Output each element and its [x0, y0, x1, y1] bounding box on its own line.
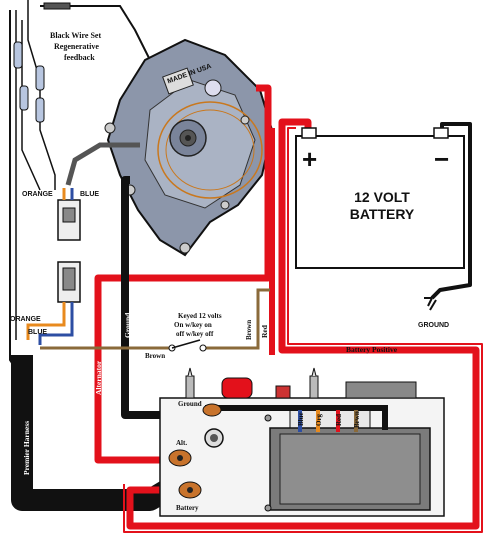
harness-left	[9, 0, 169, 373]
inline-connector	[35, 97, 45, 123]
box-alt-label: Alt.	[176, 439, 187, 447]
battery-positive-wire	[126, 118, 480, 530]
inline-connector	[19, 85, 29, 111]
key-note: On w/key on	[174, 321, 212, 329]
blue-label-top: BLUE	[80, 191, 99, 198]
ground-right-label: GROUND	[418, 322, 449, 329]
inline-connector	[35, 65, 45, 91]
battery: + − 12 VOLT BATTERY	[295, 127, 465, 269]
control-box	[159, 367, 445, 517]
alternator-plug	[57, 188, 81, 303]
orange-label-top: ORANGE	[22, 191, 53, 198]
box-terminals	[168, 403, 224, 499]
inline-connector	[13, 41, 23, 69]
blue-label-bottom: BLUE	[28, 329, 47, 336]
fuse-label: Red	[335, 414, 343, 426]
black-wire-note: Regenerative	[54, 42, 99, 51]
battery-positive-label: Battery Positive	[346, 345, 398, 354]
battery-positive-post	[301, 127, 317, 139]
black-wire-note: Black Wire Set	[50, 31, 101, 40]
battery-minus-sign: −	[434, 144, 449, 174]
brown-wire-right	[205, 288, 270, 350]
black-wire-note: feedback	[64, 53, 95, 62]
premier-harness-label: Premier Harness	[22, 421, 31, 475]
fuse-label: Brwn	[353, 411, 361, 428]
alternator-wire-label: Alternator	[94, 360, 103, 395]
brown-vertical-label: Brown	[245, 320, 253, 340]
battery-negative-post	[433, 127, 449, 139]
ground-symbol	[424, 297, 437, 311]
brown-horizontal-label: Brown	[145, 352, 165, 360]
battery-title: BATTERY	[350, 206, 415, 222]
box-battery-label: Battery	[176, 504, 199, 512]
battery-title: 12 VOLT	[354, 189, 410, 205]
box-ground-label: Ground	[178, 400, 202, 408]
alternator: MADE IN USA	[104, 38, 274, 257]
alternator-red-wire	[94, 84, 272, 464]
key-switch	[171, 339, 201, 349]
red-button	[221, 377, 253, 399]
key-note: off w/key off	[176, 330, 214, 338]
key-note: Keyed 12 volts	[178, 312, 222, 320]
red-vertical-label: Red	[260, 324, 269, 338]
orange-label-bottom: ORANGE	[10, 316, 41, 323]
ground-wire-label: Ground	[123, 312, 132, 338]
battery-plus-sign: +	[302, 144, 317, 174]
fuse-label: Blue	[297, 412, 305, 426]
b-plus-terminal	[204, 79, 222, 97]
fuse-label: Org	[315, 413, 323, 426]
